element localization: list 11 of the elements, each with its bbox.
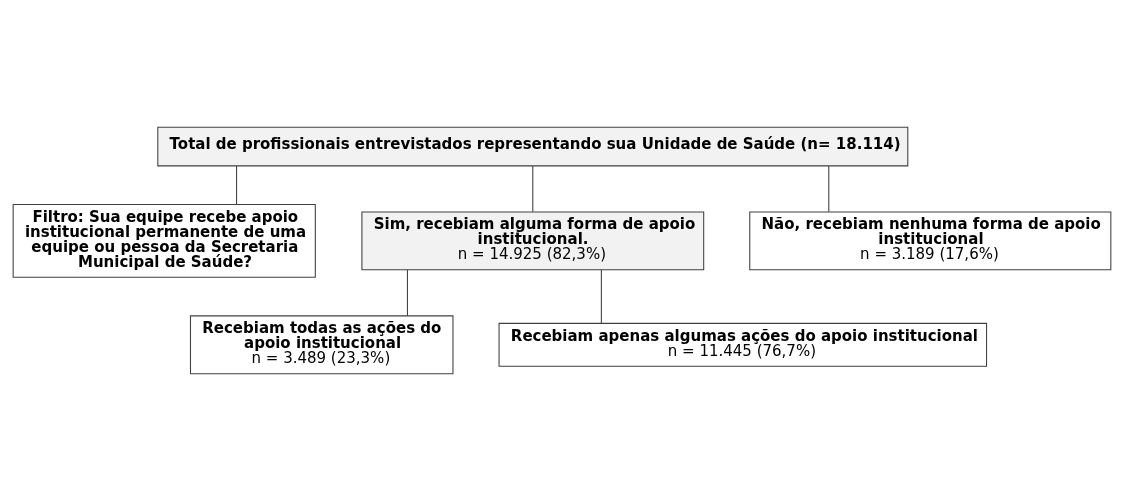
connector (600, 269, 602, 324)
connector (236, 165, 238, 205)
connector (828, 165, 830, 213)
node-box: Filtro: Sua equipe recebe apoio institucional permanente de uma equipe ou pessoa da Secretaria Municipal de Saúde? (12, 203, 316, 278)
node-box: Sim, recebiam alguma forma de apoio institucional. n = 14.925 (82,3%) (361, 211, 705, 271)
node-box: Não, recebiam nenhuma forma de apoio institucional n = 3.189 (17,6%) (749, 211, 1112, 271)
node-box: Recebiam todas as ações do apoio institucional n = 3.489 (23,3%) (189, 315, 454, 375)
connector (532, 165, 534, 213)
node-box: Total de profissionais entrevistados representando sua Unidade de Saúde (n= 18.114) (157, 126, 909, 167)
connector (406, 269, 408, 317)
node-box: Recebiam apenas algumas ações do apoio institucional n = 11.445 (76,7%) (498, 322, 988, 367)
